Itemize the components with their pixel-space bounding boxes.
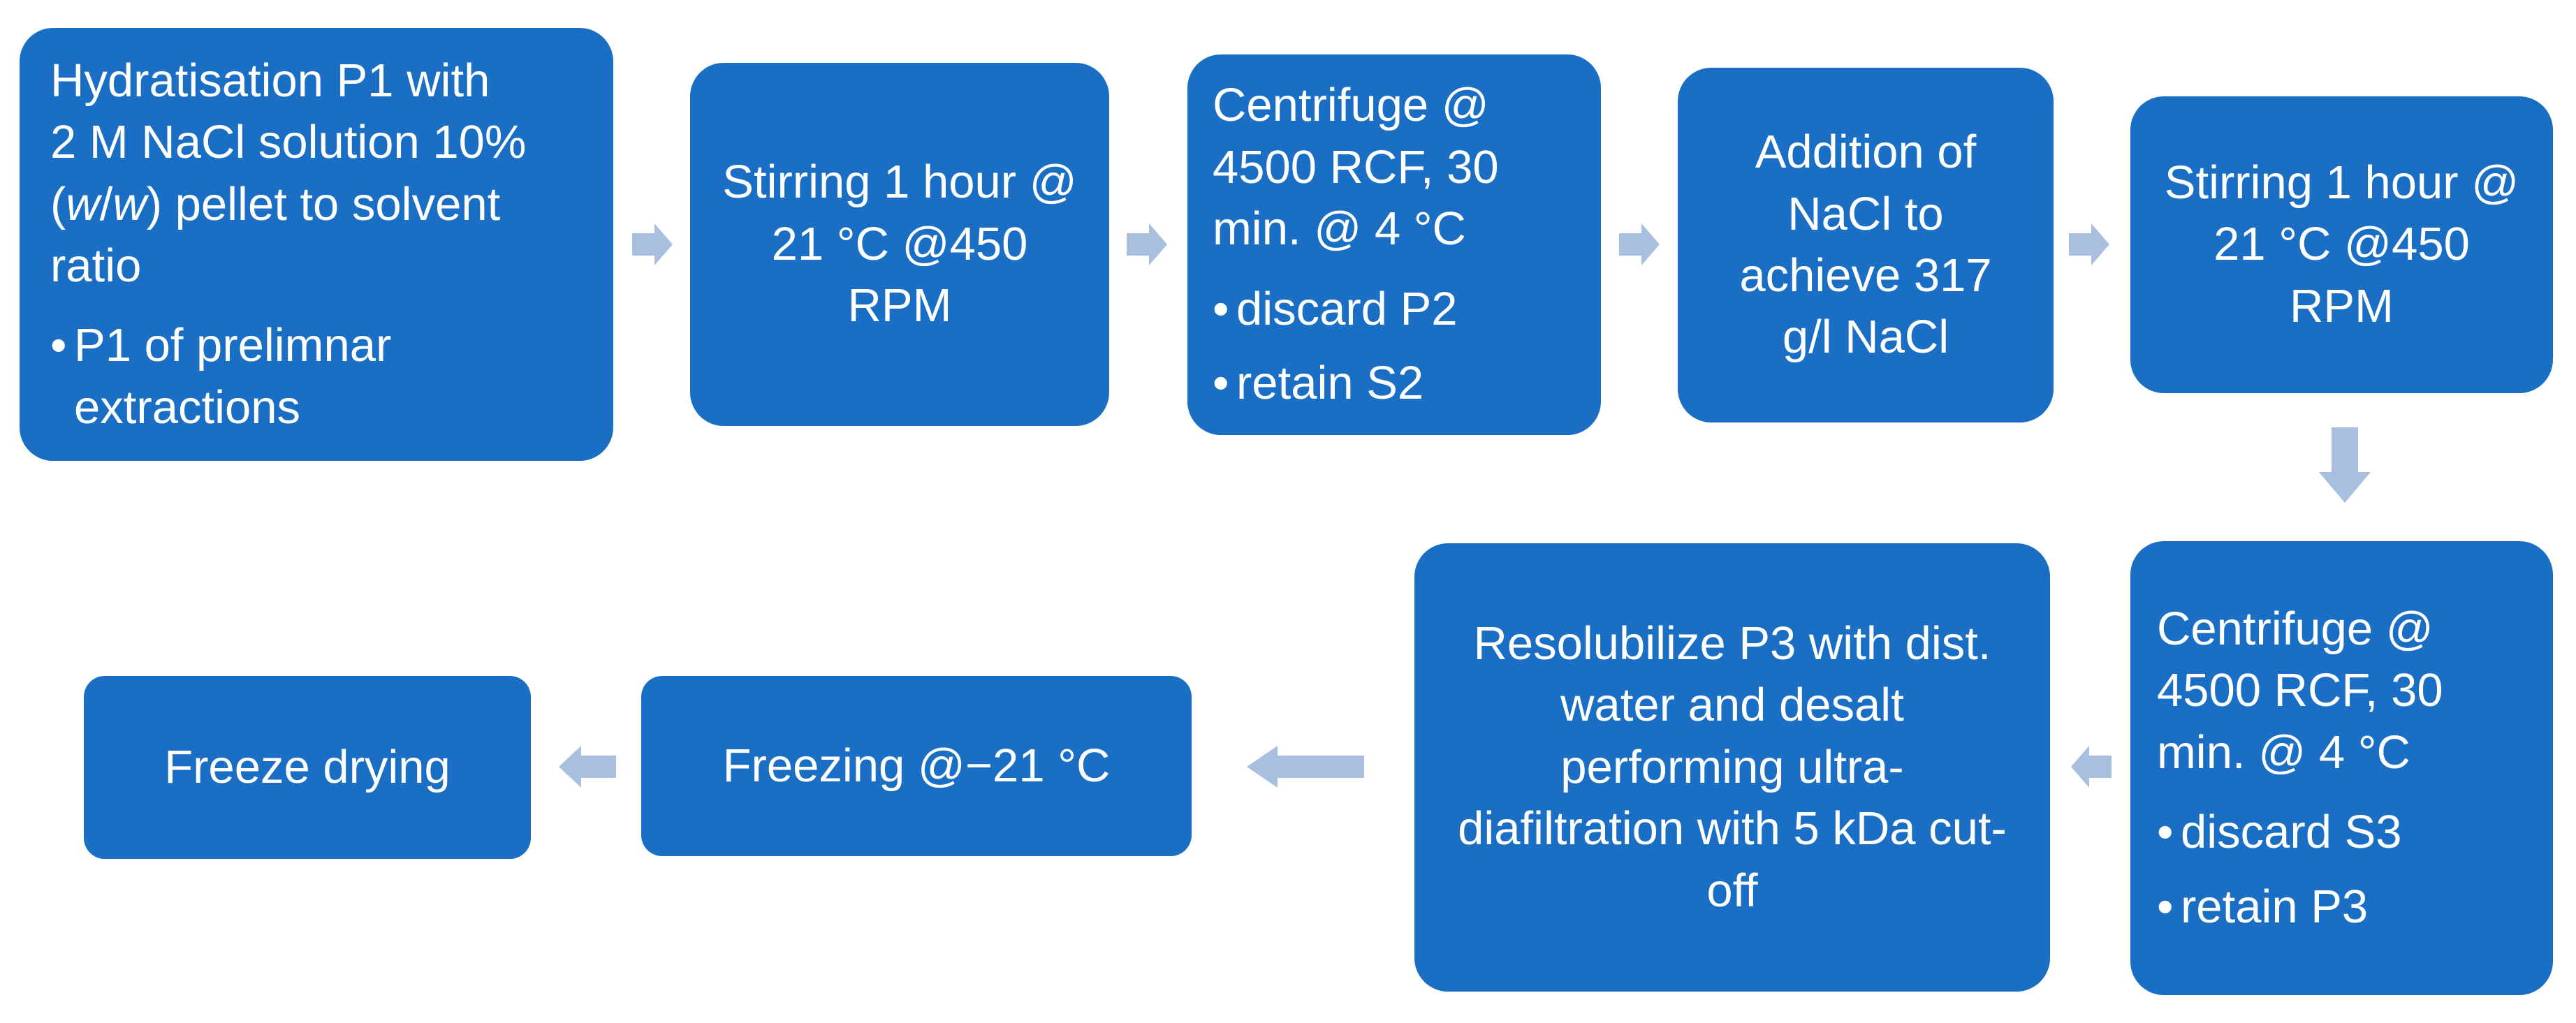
step-centrifuge-1: Centrifuge @ 4500 RCF, 30 min. @ 4 °C di… xyxy=(1187,54,1601,435)
step-add-nacl-text: Addition of NaCl to achieve 317 g/l NaCl xyxy=(1739,126,1992,364)
step-centrifuge-1-bullets: discard P2 retain S2 xyxy=(1213,266,1576,415)
bullet-item: discard P2 xyxy=(1213,279,1576,341)
step-hydratisation-line-d: ratio xyxy=(50,240,142,292)
arrow-right-icon xyxy=(1619,223,1660,265)
step-hydratisation-w2: w xyxy=(112,177,147,230)
bullet-item: retain S2 xyxy=(1213,353,1576,415)
arrow-right-icon xyxy=(632,223,673,265)
step-hydratisation-text: Hydratisation P1 with 2 M NaCl solution … xyxy=(50,50,585,297)
step-hydratisation-line-a: Hydratisation P1 with xyxy=(50,54,490,107)
step-hydratisation-line-c-open: ( xyxy=(50,177,66,230)
step-centrifuge-2: Centrifuge @ 4500 RCF, 30 min. @ 4 °C di… xyxy=(2130,541,2553,995)
arrow-left-icon xyxy=(2071,746,2112,788)
step-hydratisation-bullets: P1 of prelimnar extractions xyxy=(50,302,585,439)
step-resolubilize: Resolubilize P3 with dist. water and des… xyxy=(1414,543,2050,992)
step-stirring-2-text: Stirring 1 hour @ 21 °C @450 RPM xyxy=(2164,156,2519,332)
step-freeze-drying: Freeze drying xyxy=(84,676,531,859)
step-centrifuge-1-text: Centrifuge @ 4500 RCF, 30 min. @ 4 °C xyxy=(1213,79,1499,256)
step-hydratisation-line-c-rest: ) pellet to solvent xyxy=(146,177,501,230)
arrow-down-icon xyxy=(2319,427,2371,503)
step-freezing: Freezing @−21 °C xyxy=(641,676,1192,856)
step-freezing-text: Freezing @−21 °C xyxy=(722,739,1111,792)
step-stirring-1-text: Stirring 1 hour @ 21 °C @450 RPM xyxy=(722,156,1077,332)
bullet-item: P1 of prelimnar extractions xyxy=(50,315,585,439)
step-stirring-2: Stirring 1 hour @ 21 °C @450 RPM xyxy=(2130,96,2553,393)
step-hydratisation-line-b: 2 M NaCl solution 10% xyxy=(50,116,527,169)
step-add-nacl: Addition of NaCl to achieve 317 g/l NaCl xyxy=(1678,68,2054,422)
step-freeze-drying-text: Freeze drying xyxy=(164,740,451,793)
step-resolubilize-text: Resolubilize P3 with dist. water and des… xyxy=(1458,617,2007,917)
step-hydratisation-slash: / xyxy=(99,177,113,230)
arrow-right-icon xyxy=(2069,223,2109,265)
step-hydratisation-w1: w xyxy=(66,177,100,230)
arrow-left-icon xyxy=(1247,746,1364,788)
step-centrifuge-2-bullets: discard S3 retain P3 xyxy=(2157,789,2525,938)
step-centrifuge-2-text: Centrifuge @ 4500 RCF, 30 min. @ 4 °C xyxy=(2157,602,2443,779)
bullet-item: retain P3 xyxy=(2157,876,2525,939)
step-hydratisation: Hydratisation P1 with 2 M NaCl solution … xyxy=(20,28,613,461)
arrow-right-icon xyxy=(1127,223,1167,265)
bullet-item: discard S3 xyxy=(2157,802,2525,864)
arrow-left-icon xyxy=(559,746,616,788)
step-stirring-1: Stirring 1 hour @ 21 °C @450 RPM xyxy=(690,63,1109,426)
